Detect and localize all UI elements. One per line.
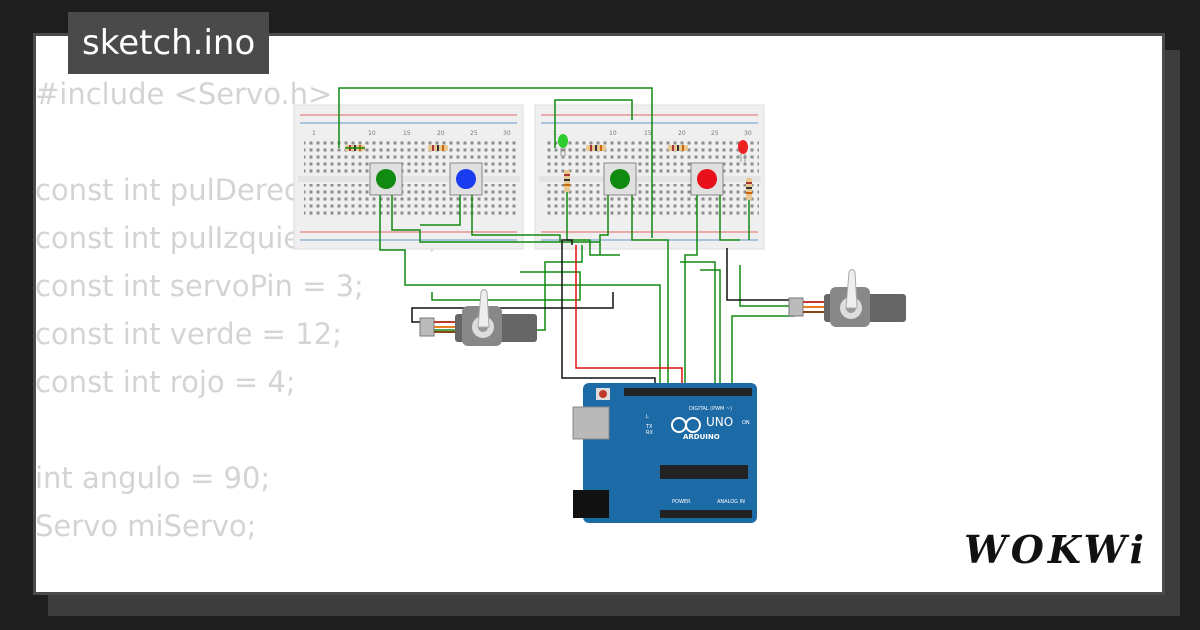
power-label: POWER xyxy=(672,499,691,505)
breadboard-number: 20 xyxy=(437,130,445,137)
breadboard-number: 30 xyxy=(503,130,511,137)
digital-label: DIGITAL (PWM ~) xyxy=(689,406,732,412)
uno-model: UNO xyxy=(706,415,733,429)
usb-port xyxy=(572,406,610,440)
code-line: const int verde = 12; xyxy=(35,317,342,351)
power-analog-header xyxy=(660,510,752,518)
l-label: L xyxy=(646,414,649,420)
resistor xyxy=(746,178,752,200)
servo-motor-right xyxy=(788,269,906,327)
breadboard-number: 25 xyxy=(711,130,719,137)
breadboard-number: 15 xyxy=(403,130,411,137)
wokwi-logo: WOKWi xyxy=(964,527,1148,572)
resistor xyxy=(564,170,570,192)
led-green xyxy=(558,134,568,156)
code-line: const int rojo = 4; xyxy=(35,365,296,399)
digital-header xyxy=(624,388,752,396)
code-line: int angulo = 90; xyxy=(35,461,271,495)
led-red xyxy=(738,140,748,162)
pushbutton-green-left[interactable] xyxy=(369,162,403,196)
analog-label: ANALOG IN xyxy=(717,499,745,505)
infinity-logo-icon xyxy=(671,417,687,433)
breadboard-number: 10 xyxy=(609,130,617,137)
breadboard-number: 15 xyxy=(644,130,652,137)
rx-label: RX xyxy=(646,430,653,436)
pushbutton-red[interactable] xyxy=(690,162,724,196)
wires-green xyxy=(338,87,795,385)
breadboard-number: 30 xyxy=(744,130,752,137)
breadboard-number: 25 xyxy=(470,130,478,137)
arduino-brand: ARDUINO xyxy=(683,433,720,441)
tx-label: TX xyxy=(645,424,653,430)
atmega-chip xyxy=(660,465,748,479)
on-label: ON xyxy=(742,420,750,426)
resistor xyxy=(586,145,606,151)
breadboard-number: 10 xyxy=(368,130,376,137)
breadboard-number: 1 xyxy=(312,130,316,137)
code-line: Servo miServo; xyxy=(35,509,257,543)
breadboard-number: 20 xyxy=(678,130,686,137)
pushbutton-green-right[interactable] xyxy=(603,162,637,196)
pushbutton-blue[interactable] xyxy=(449,162,483,196)
code-line: const int servoPin = 3; xyxy=(35,269,364,303)
arduino-uno-board: DIGITAL (PWM ~) ARDUINO UNO POWER ANALOG… xyxy=(572,383,757,523)
servo-motor-left xyxy=(419,289,537,346)
file-name-tag: sketch.ino xyxy=(68,12,270,74)
resistor xyxy=(668,145,688,151)
resistor xyxy=(428,145,448,151)
power-jack xyxy=(573,490,609,518)
breadboard-left: 1 10 15 20 25 30 xyxy=(293,104,524,250)
wires-black xyxy=(411,239,795,385)
